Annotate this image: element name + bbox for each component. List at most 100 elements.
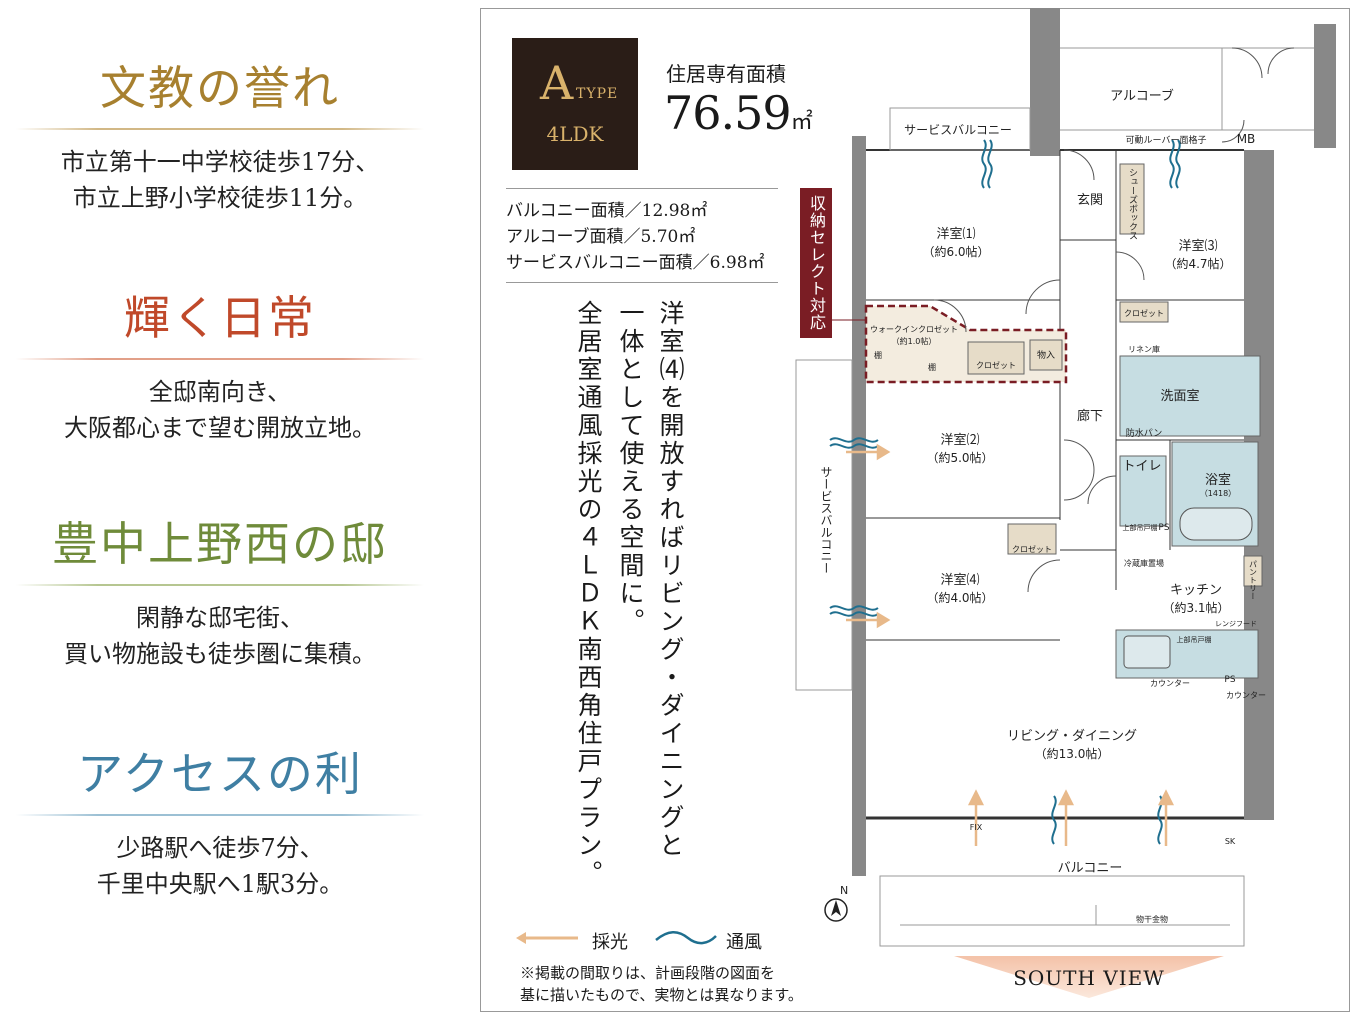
type-word: TYPE [576, 86, 619, 102]
feature-residence: 豊中上野西の邸 閑静な邸宅街、 買い物施設も徒歩圏に集積。 [10, 508, 430, 672]
label-ps: PS [1158, 523, 1169, 533]
label-waterpan: 防水パン [1126, 427, 1162, 439]
feature-title: アクセスの利 [77, 747, 363, 801]
label-kitchen-size: （約3.1帖） [1162, 600, 1229, 615]
feature-desc: 全邸南向き、 大阪都心まで望む開放立地。 [10, 374, 430, 446]
pantry-box [1243, 555, 1263, 587]
feature-desc: 市立第十一中学校徒歩17分、 市立上野小学校徒歩11分。 [10, 144, 430, 216]
type-badge: A TYPE 4LDK [512, 38, 638, 170]
bathtub [1179, 507, 1253, 541]
legend-light: 採光 [592, 932, 628, 953]
sub-areas: バルコニー面積／12.98㎡ アルコーブ面積／5.70㎡ サービスバルコニー面積… [506, 198, 765, 276]
balcony-area: バルコニー面積／12.98㎡ [506, 201, 708, 221]
copy-line-1: 洋室⑷を開放すればリビング・ダイニングと [656, 300, 685, 860]
label-kitchen: キッチン [1170, 583, 1222, 598]
feature-line: 買い物施設も徒歩圏に集積。 [64, 640, 376, 668]
wash-room [1119, 355, 1261, 437]
label-range-hood: レンジフード [1215, 620, 1257, 628]
divider [16, 358, 424, 360]
feature-line: 閑静な邸宅街、 [136, 604, 304, 632]
service-balcony-area: サービスバルコニー面積／6.98㎡ [506, 253, 765, 273]
label-counter-2: カウンター [1226, 691, 1266, 700]
storage-select-tag: 収納セレクト対応 [800, 188, 832, 338]
label-closet-room3: クロゼット [1124, 308, 1164, 318]
layout-label: 4LDK [546, 122, 604, 146]
label-fridge: 冷蔵庫置場 [1124, 558, 1164, 568]
storage-box [1029, 339, 1063, 371]
type-letter: A [540, 56, 574, 110]
plan-frame [480, 8, 1350, 1012]
north-label: N [840, 884, 848, 897]
label-upper-shelf: 上部吊戸棚 [1123, 523, 1158, 532]
label-sk: SK [1225, 837, 1236, 846]
wall-top-column [1030, 8, 1060, 156]
feature-desc: 閑静な邸宅街、 買い物施設も徒歩圏に集積。 [10, 600, 430, 672]
shoe-box [1119, 163, 1145, 235]
alcove-area: アルコーブ面積／5.70㎡ [506, 227, 696, 247]
label-ps-kitchen: PS [1224, 675, 1235, 685]
label-storage: 物入 [1037, 349, 1055, 361]
note-line: ※掲載の間取りは、計画段階の図面を [520, 964, 776, 982]
feature-desc: 少路駅へ徒歩7分、 千里中央駅へ1駅3分。 [10, 830, 430, 902]
label-mb: MB [1237, 132, 1256, 146]
label-living-size: （約13.0帖） [1035, 746, 1110, 761]
label-room2-size: （約5.0帖） [926, 450, 993, 465]
label-wash: 洗面室 [1160, 388, 1199, 404]
divider [16, 584, 424, 586]
label-bath: 浴室 [1205, 472, 1231, 488]
south-view-banner: SOUTH VIEW [954, 956, 1224, 998]
label-service-balcony-side: サービスバルコニー [819, 466, 833, 574]
label-living: リビング・ダイニング [1007, 729, 1137, 744]
copy-line-3: 全居室通風採光の４ＬＤＫ南西角住戸プラン。 [574, 300, 603, 888]
label-louver: 可動ルーバー面格子 [1126, 134, 1207, 146]
wall-left [852, 136, 866, 876]
label-room2: 洋室⑵ [940, 432, 979, 448]
divider [506, 282, 778, 283]
closet-room4 [1007, 523, 1057, 555]
label-balcony: バルコニー [1058, 861, 1123, 876]
feature-line: 市立第十一中学校徒歩17分、 [60, 148, 380, 176]
label-fix: FIX [970, 823, 983, 832]
light-arrow-icon [516, 932, 578, 944]
feature-line: 市立上野小学校徒歩11分。 [72, 184, 368, 212]
label-entrance: 玄関 [1077, 193, 1103, 208]
feature-title: 豊中上野西の邸 [52, 517, 388, 571]
label-room3-size: （約4.7帖） [1164, 256, 1231, 271]
label-kitchen-shelf: 上部吊戸棚 [1177, 635, 1212, 644]
label-room1-size: （約6.0帖） [922, 244, 989, 259]
feature-line: 全邸南向き、 [148, 378, 292, 406]
area-value: 76.59 [664, 86, 792, 140]
feature-line: 大阪都心まで望む開放立地。 [64, 414, 376, 442]
closet-room3 [1119, 301, 1169, 323]
area-label: 住居専有面積 [666, 62, 786, 86]
label-service-balcony: サービスバルコニー [904, 123, 1012, 137]
divider [16, 128, 424, 130]
label-alcove: アルコーブ [1110, 88, 1174, 104]
south-arrow-icon [954, 956, 1224, 998]
label-room1: 洋室⑴ [936, 226, 975, 242]
label-shelf-2: 棚 [928, 362, 936, 372]
label-room4-size: （約4.0帖） [926, 590, 993, 605]
label-drying: 物干金物 [1136, 914, 1168, 924]
label-closet-room4: クロゼット [1012, 544, 1052, 554]
disclaimer: ※掲載の間取りは、計画段階の図面を 基に描いたもので、実物とは異なります。 [520, 962, 803, 1006]
legend-wind: 通風 [726, 932, 762, 953]
feature-title: 輝く日常 [124, 291, 316, 345]
feature-access: アクセスの利 少路駅へ徒歩7分、 千里中央駅へ1駅3分。 [10, 738, 430, 902]
divider [16, 814, 424, 816]
label-linen: リネン庫 [1128, 344, 1160, 354]
south-view-label: SOUTH VIEW [1013, 966, 1165, 990]
feature-daily: 輝く日常 全邸南向き、 大阪都心まで望む開放立地。 [10, 282, 430, 446]
label-counter: カウンター [1150, 679, 1190, 688]
label-walkin: ウォークインクロゼット [870, 324, 958, 334]
label-bath-size: （1418） [1200, 489, 1236, 498]
label-pantry: パントリー [1249, 560, 1258, 600]
sink [1123, 635, 1171, 669]
label-closet: クロゼット [976, 360, 1016, 370]
label-toilet: トイレ [1122, 459, 1161, 474]
label-room4: 洋室⑷ [940, 572, 979, 588]
label-room3: 洋室⑶ [1178, 238, 1217, 254]
toilet-room [1119, 455, 1167, 527]
feature-bunkyo: 文教の誉れ 市立第十一中学校徒歩17分、 市立上野小学校徒歩11分。 [10, 52, 430, 216]
